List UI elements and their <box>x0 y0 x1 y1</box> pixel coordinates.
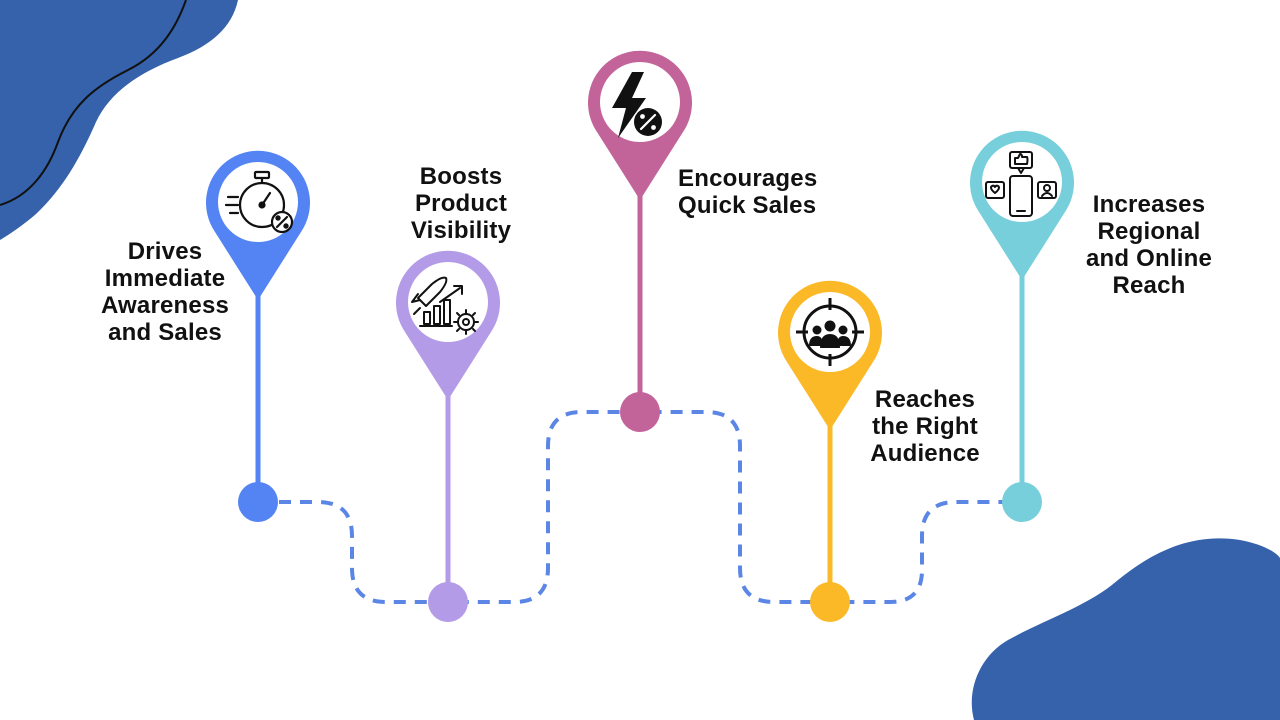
top-left-blob <box>0 0 238 240</box>
bottom-right-blob <box>971 538 1280 720</box>
rocket-growth-gear-icon <box>411 276 479 335</box>
pin-1 <box>205 150 310 522</box>
pin-2 <box>396 250 501 622</box>
lightning-percent-icon <box>612 72 662 138</box>
stopwatch-percent-icon <box>224 170 294 234</box>
step-4-label: Reaches the Right Audience <box>870 386 980 467</box>
step-5-label: Increases Regional and Online Reach <box>1085 191 1212 299</box>
step-3-label: Encourages Quick Sales <box>678 165 818 219</box>
mobile-social-icon <box>985 151 1057 217</box>
step-1-label: Drives Immediate Awareness and Sales <box>100 238 230 346</box>
connector-path <box>258 410 1022 604</box>
step-2-label: Boosts Product Visibility <box>410 163 512 244</box>
top-left-blob-line <box>0 0 187 206</box>
target-audience-icon <box>796 298 864 366</box>
pin-5 <box>970 130 1074 522</box>
pin-4 <box>778 280 882 622</box>
pin-3 <box>588 50 693 432</box>
